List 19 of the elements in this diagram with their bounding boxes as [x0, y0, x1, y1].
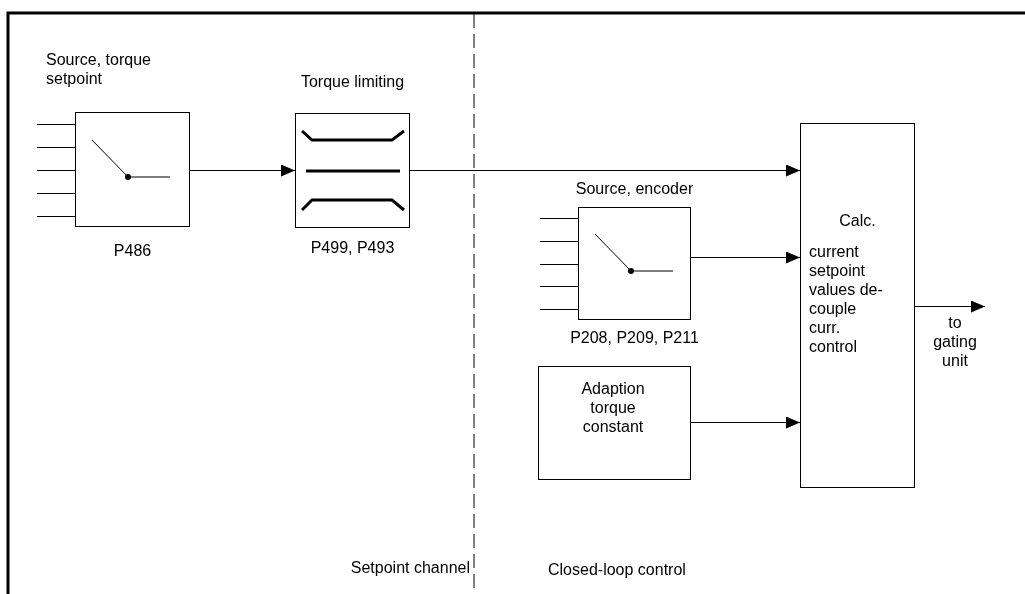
arrow: [690, 416, 801, 429]
block-title: Source, encoder: [575, 179, 694, 198]
block-text: current setpoint values de-couple curr. control: [809, 242, 883, 356]
arrow: [690, 251, 801, 264]
block-title: Calc.: [839, 211, 876, 230]
process-box: [538, 366, 691, 480]
process-box: [800, 123, 915, 488]
arrow: [189, 164, 296, 177]
block-title: Torque limiting: [300, 72, 405, 91]
parameter-label: P208, P209, P211: [570, 328, 699, 347]
block-title: Source, torque setpoint: [46, 50, 152, 88]
parameter-label: P486: [113, 241, 152, 260]
section-label: Setpoint channel: [350, 558, 470, 577]
block-text: Adaption torque constant: [580, 379, 646, 436]
destination-label: to gating unit: [932, 313, 978, 370]
arrow: [914, 300, 986, 313]
section-label: Closed-loop control: [548, 560, 686, 579]
arrow: [409, 164, 801, 177]
parameter-label: P499, P493: [310, 238, 395, 257]
